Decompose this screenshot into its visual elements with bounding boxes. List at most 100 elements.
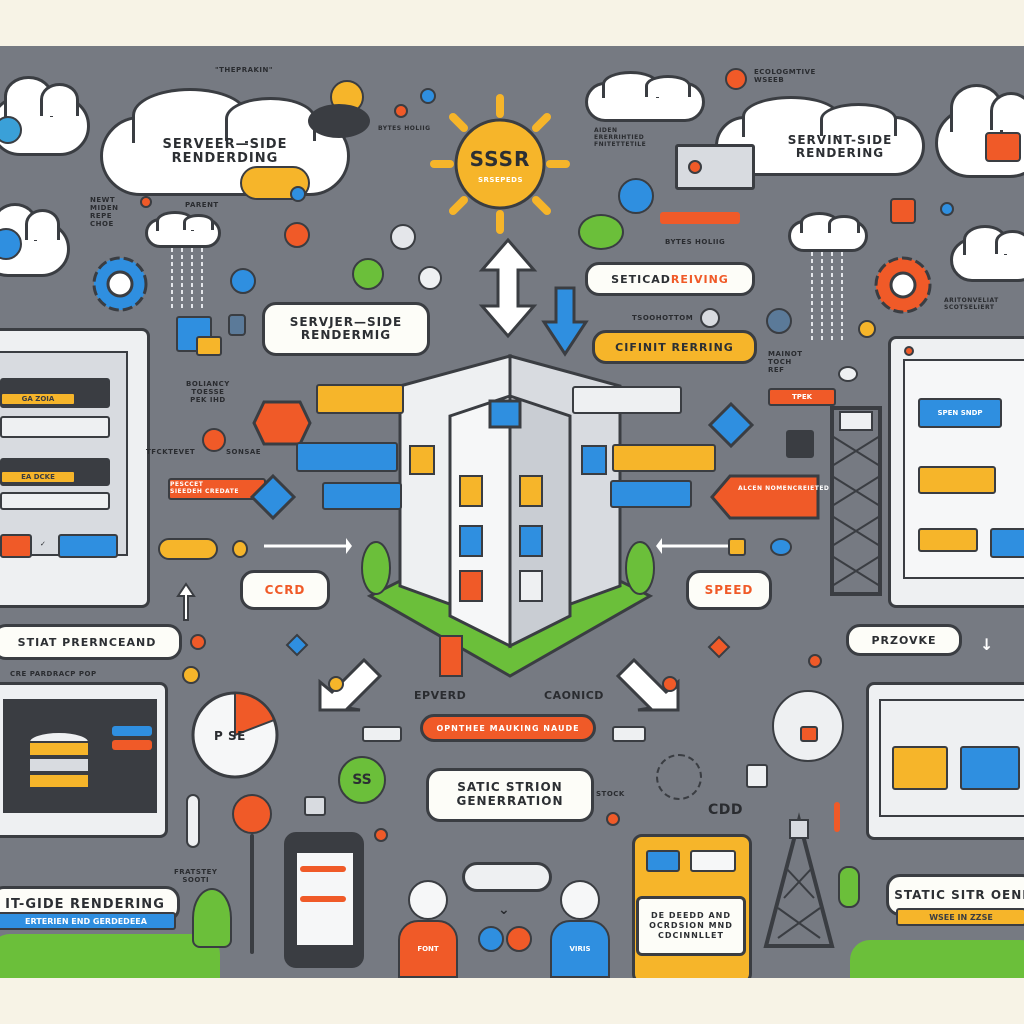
cloud-top-center-right xyxy=(585,70,705,122)
person-right-body: VIRIS xyxy=(550,920,610,978)
diag-arrow-right-badge xyxy=(662,676,678,692)
left-monitor-bar-2 xyxy=(0,416,110,438)
cloud-right-mid xyxy=(950,225,1024,282)
top-small-note: BYTES HOLIIG xyxy=(378,125,431,132)
bolt-note: TFCKTEVET xyxy=(146,448,196,456)
stat-pill: STIAT PRERNCEAND xyxy=(0,624,182,660)
small-dot-orange xyxy=(725,68,747,90)
database-stack-icon xyxy=(28,731,90,789)
yellow-card-text: DE DEEDD AND OCRDSION MND CDCINNLLET xyxy=(636,896,746,956)
prove-pill: PRZOVKE xyxy=(846,624,962,656)
right-top-note: ARITONVELIAT SCOTSELIERT xyxy=(944,297,999,311)
bottom-right-monitor-card-2[interactable] xyxy=(960,746,1020,790)
mid-note: TSOOHOTTOM xyxy=(632,314,694,322)
orange-pill: CIFINIT RERRING xyxy=(592,330,757,364)
grey-ball-icon xyxy=(390,224,416,250)
caonicd-label: CAONICD xyxy=(544,689,604,702)
pie-text: P SE xyxy=(214,729,246,743)
retrieving-pill: SETICAD REIVING xyxy=(585,262,755,296)
sun-sub: SRSEPEDS xyxy=(478,176,524,184)
rain-lines-left xyxy=(171,248,203,308)
small-box-icon xyxy=(304,796,326,816)
sign-pole xyxy=(250,834,254,954)
ribbon-blue-left xyxy=(296,442,398,472)
bottom-right-monitor-card-1[interactable] xyxy=(892,746,948,790)
thermometer-icon xyxy=(186,794,200,848)
blue-diamond-right xyxy=(707,401,755,449)
up-down-arrow-icon xyxy=(478,237,538,339)
car-icon xyxy=(158,538,218,560)
small-dot-orange-5 xyxy=(202,428,226,452)
left-monitor-check: ✓ xyxy=(40,540,47,548)
plant-right-icon xyxy=(838,866,860,908)
arrow-left-right-2 xyxy=(656,538,734,554)
ss-badge: SS xyxy=(338,756,386,804)
circle-doc-red xyxy=(800,726,818,742)
right-monitor-card-3[interactable] xyxy=(918,528,978,552)
left-monitor-orange-button[interactable] xyxy=(0,534,32,558)
small-dot-blue-1 xyxy=(420,88,436,104)
green-ball-icon xyxy=(352,258,384,290)
scribble-globe-icon xyxy=(656,754,702,800)
cube-icon xyxy=(786,430,814,458)
phone-bar-2 xyxy=(300,896,346,902)
blue-small-diamond-left xyxy=(285,633,309,657)
right-monitor-red-dot xyxy=(904,346,914,356)
small-dot-red-3 xyxy=(284,222,310,248)
cdd-label: CDD xyxy=(708,802,744,818)
ccrd-pill: CCRD xyxy=(240,570,330,610)
left-monitor-blue-button[interactable] xyxy=(58,534,118,558)
blue-diamond-left xyxy=(249,473,297,521)
left-monitor-bar-4 xyxy=(0,492,110,510)
left-monitor-bar-1-yellow: GA ZOIA xyxy=(0,392,76,406)
bytes-note: BYTES HOLIIG xyxy=(665,238,726,246)
ribbon-white-right xyxy=(572,386,682,414)
small-list-icon xyxy=(746,764,768,788)
center-building-illustration xyxy=(361,354,655,678)
down-arrow-small: ↓ xyxy=(980,635,994,654)
small-dot-yellow-2 xyxy=(182,666,200,684)
bottom-left-monitor-blue-bar xyxy=(112,726,152,736)
ribbon-blue-left-2 xyxy=(322,482,402,510)
diag-arrow-left-badge xyxy=(328,676,344,692)
lattice-tower-right xyxy=(830,406,882,596)
static-gen-pill: SATIC STRION GENERRATION xyxy=(426,768,594,822)
bottom-left-sub-banner: ERTERIEN END GERDEDEEA xyxy=(0,912,176,930)
person-right-head xyxy=(560,880,600,920)
top-right-note: ECOLOGMTIVE WSEEB xyxy=(754,68,816,85)
small-dot-blue-3 xyxy=(940,202,954,216)
shield-icon xyxy=(228,314,246,336)
small-dot-blue-2 xyxy=(230,268,256,294)
everd-label: EPVERD xyxy=(414,689,467,702)
window-red-dot xyxy=(688,160,702,174)
rain-lines-right xyxy=(811,252,843,342)
sun-label: SSSR xyxy=(469,147,531,171)
small-dot-blue-4 xyxy=(766,308,792,334)
right-monitor-card-2[interactable] xyxy=(918,466,996,494)
folder-white-tab xyxy=(690,850,736,872)
red-circle-bottom xyxy=(506,926,532,952)
cloud-left-title: SERVEER—SIDE RENDERDING xyxy=(162,137,288,167)
white-ball-icon xyxy=(418,266,442,290)
chevron-down-icon: ⌄ xyxy=(498,902,511,918)
red-diamond-left xyxy=(252,400,312,446)
red-tag: TPEK xyxy=(768,388,836,406)
small-dot-yellow xyxy=(858,320,876,338)
rain-cloud-right xyxy=(788,212,868,252)
right-monitor-card-4[interactable] xyxy=(990,528,1024,558)
speed-pill: SPEED xyxy=(686,570,772,610)
cloud-top-left xyxy=(0,76,90,156)
blue-ball-icon xyxy=(290,186,306,202)
gear-icon-orange xyxy=(874,256,932,314)
bottom-left-monitor-orange-bar xyxy=(112,740,152,750)
bottom-right-grass xyxy=(850,940,1024,978)
red-small-diamond-right xyxy=(707,635,731,659)
arrow-up-left xyxy=(176,582,196,621)
bottom-right-sub-banner: WSEE IN ZZSE xyxy=(896,908,1024,926)
orange-streak xyxy=(660,212,740,224)
yellow-arrow-icon xyxy=(728,538,746,556)
right-monitor-card-1[interactable]: SPEN SNDP xyxy=(918,398,1002,428)
center-scroll-icon xyxy=(462,862,552,892)
small-left-tag xyxy=(362,726,402,742)
red-diamond-right-text: ALCEN NOMENCREIETED xyxy=(738,485,830,492)
